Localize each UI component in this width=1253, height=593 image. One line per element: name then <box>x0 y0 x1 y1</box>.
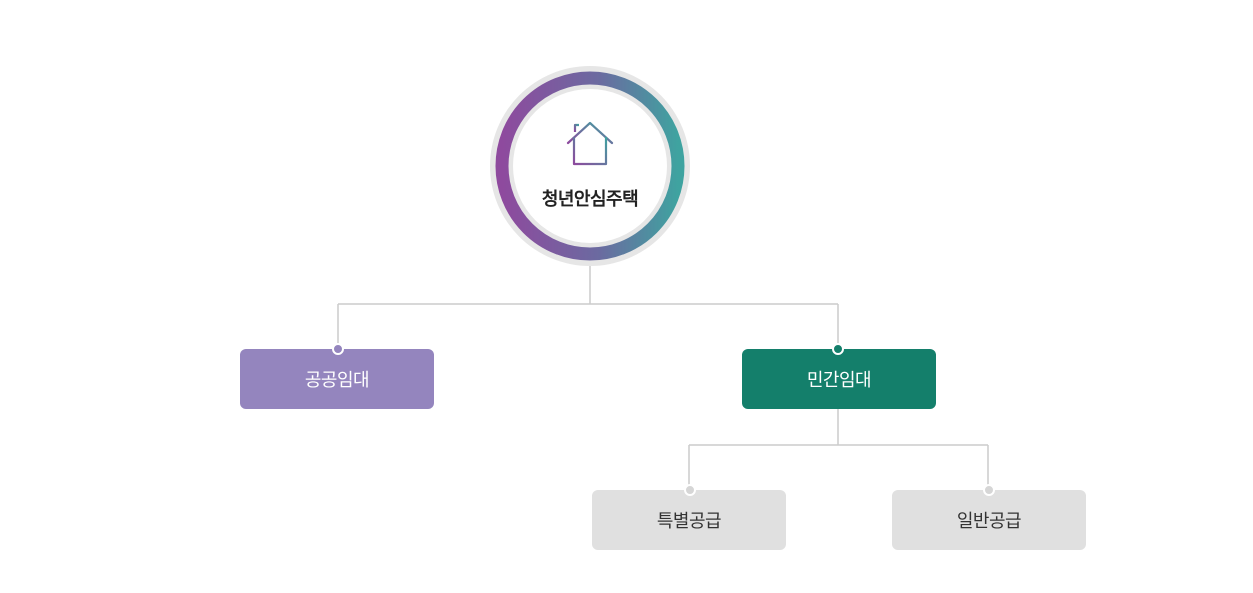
house-icon <box>566 121 614 166</box>
special-supply-connector-dot <box>684 484 696 496</box>
root-title: 청년안심주택 <box>541 189 639 210</box>
private-rental-node: 민간임대 <box>742 349 936 409</box>
root-gradient-ring <box>495 71 685 261</box>
general-supply-node: 일반공급 <box>892 490 1086 550</box>
root-node: 청년안심주택 <box>490 66 690 266</box>
private-to-level2-connector <box>688 409 989 490</box>
root-inner-circle: 청년안심주택 <box>513 89 667 243</box>
public-rental-connector-dot <box>332 343 344 355</box>
root-to-level1-connector <box>337 266 839 349</box>
special-supply-node: 특별공급 <box>592 490 786 550</box>
private-rental-connector-dot <box>832 343 844 355</box>
public-rental-node: 공공임대 <box>240 349 434 409</box>
general-supply-connector-dot <box>983 484 995 496</box>
